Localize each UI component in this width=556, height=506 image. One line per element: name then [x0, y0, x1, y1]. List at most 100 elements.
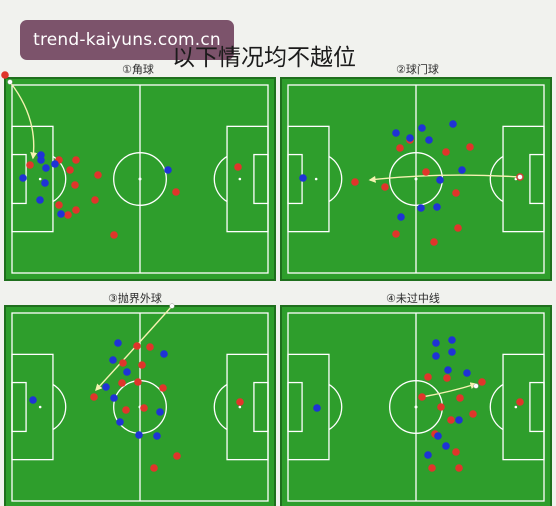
corner-kick-penalty-spot-left [38, 177, 42, 181]
throw-in-blue-player [109, 356, 117, 364]
own-half-blue-player [463, 369, 471, 377]
own-half-center-spot [414, 405, 418, 409]
throw-in-red-player [90, 393, 98, 401]
goal-kick-red-player [466, 143, 474, 151]
corner-kick-blue-player [42, 164, 50, 172]
throw-in-blue-player [110, 394, 118, 402]
throw-in-red-player [140, 404, 148, 412]
goal-kick-blue-player [458, 166, 466, 174]
corner-kick-red-player [234, 163, 242, 171]
own-half-red-player [469, 410, 477, 418]
own-half-blue-player [442, 442, 450, 450]
corner-kick-red-player [172, 188, 180, 196]
corner-kick-ball [7, 79, 13, 85]
throw-in-red-player [118, 379, 126, 387]
throw-in-blue-player [153, 432, 161, 440]
corner-kick-center-circle [113, 152, 167, 206]
throw-in-blue-player [156, 408, 164, 416]
corner-kick-blue-player [37, 151, 45, 159]
throw-in-red-player [173, 452, 181, 460]
throw-in-penalty-spot-left [38, 405, 42, 409]
panel-label-throw-in: ③抛界外球 [108, 292, 162, 305]
goal-kick-blue-player [299, 174, 307, 182]
corner-kick-red-player [55, 201, 63, 209]
corner-kick-blue-player [164, 166, 172, 174]
panel-throw-in [4, 303, 276, 506]
throw-in-blue-player [114, 339, 122, 347]
throw-in-red-player [150, 464, 158, 472]
corner-kick-red-player [72, 156, 80, 164]
corner-kick-red-player [64, 211, 72, 219]
goal-kick-blue-player [406, 134, 414, 142]
panel-corner-kick [1, 71, 276, 281]
corner-kick-red-player [66, 166, 74, 174]
page-title: 以下情况均不越位 [172, 45, 356, 71]
goal-kick-blue-player [436, 176, 444, 184]
own-half-blue-player [448, 336, 456, 344]
own-half-blue-player [313, 404, 321, 412]
own-half-blue-player [424, 451, 432, 459]
own-half-blue-player [444, 366, 452, 374]
goal-kick-blue-player [433, 203, 441, 211]
throw-in-blue-player [116, 418, 124, 426]
goal-kick-blue-player [397, 213, 405, 221]
corner-kick-blue-player [19, 174, 27, 182]
throw-in-red-player [134, 378, 142, 386]
corner-kick-red-player [72, 206, 80, 214]
goal-kick-red-player [442, 148, 450, 156]
own-half-red-player [447, 416, 455, 424]
goal-kick-red-player [392, 230, 400, 238]
corner-kick-center-spot [138, 177, 142, 181]
goal-kick-penalty-arc-left [328, 155, 343, 203]
own-half-red-player [456, 394, 464, 402]
goal-kick-red-player [454, 224, 462, 232]
throw-in-blue-player [123, 368, 131, 376]
throw-in-ball [169, 303, 175, 309]
goal-kick-red-player [452, 189, 460, 197]
corner-kick-red-player [91, 196, 99, 204]
own-half-blue-player [432, 339, 440, 347]
panel-own-half [280, 305, 552, 506]
throw-in-red-player [133, 342, 141, 350]
corner-kick-red-player [1, 71, 9, 79]
corner-kick-blue-player [51, 160, 59, 168]
panel-label-goal-kick: ②球门球 [396, 63, 439, 76]
panel-label-own-half: ④未过中线 [386, 292, 440, 305]
throw-in-red-player [159, 384, 167, 392]
own-half-penalty-arc-left [328, 383, 343, 431]
corner-kick-red-player [26, 161, 34, 169]
own-half-penalty-arc-right [489, 383, 504, 431]
throw-in-penalty-arc-left [52, 383, 67, 431]
panel-label-corner-kick: ①角球 [122, 63, 154, 76]
goal-kick-blue-player [418, 124, 426, 132]
goal-kick-red-player [381, 183, 389, 191]
own-half-blue-player [448, 348, 456, 356]
own-half-red-player [424, 373, 432, 381]
own-half-red-player [516, 398, 524, 406]
own-half-red-player [478, 378, 486, 386]
own-half-blue-player [432, 352, 440, 360]
goal-kick-penalty-arc-right [489, 155, 504, 203]
corner-kick-pass-arrow [9, 81, 38, 160]
goal-kick-blue-player [417, 204, 425, 212]
corner-kick-red-player [110, 231, 118, 239]
throw-in-goal-area-right [253, 381, 269, 433]
watermark-badge: trend-kaiyuns.com.cn [20, 20, 234, 60]
own-half-blue-player [455, 416, 463, 424]
own-half-pass-arrow [421, 382, 478, 398]
throw-in-red-player [119, 359, 127, 367]
own-half-penalty-spot-right [514, 405, 518, 409]
corner-kick-penalty-arc-right [213, 155, 228, 203]
panel-goal-kick [280, 77, 552, 281]
corner-kick-penalty-spot-right [238, 177, 242, 181]
goal-kick-red-player [396, 144, 404, 152]
goal-kick-center-spot [414, 177, 418, 181]
throw-in-blue-player [102, 383, 110, 391]
own-half-red-player [428, 464, 436, 472]
own-half-blue-player [434, 432, 442, 440]
corner-kick-blue-player [36, 196, 44, 204]
goal-kick-blue-player [449, 120, 457, 128]
goal-kick-red-player [351, 178, 359, 186]
goal-kick-goal-area-right [529, 153, 545, 205]
